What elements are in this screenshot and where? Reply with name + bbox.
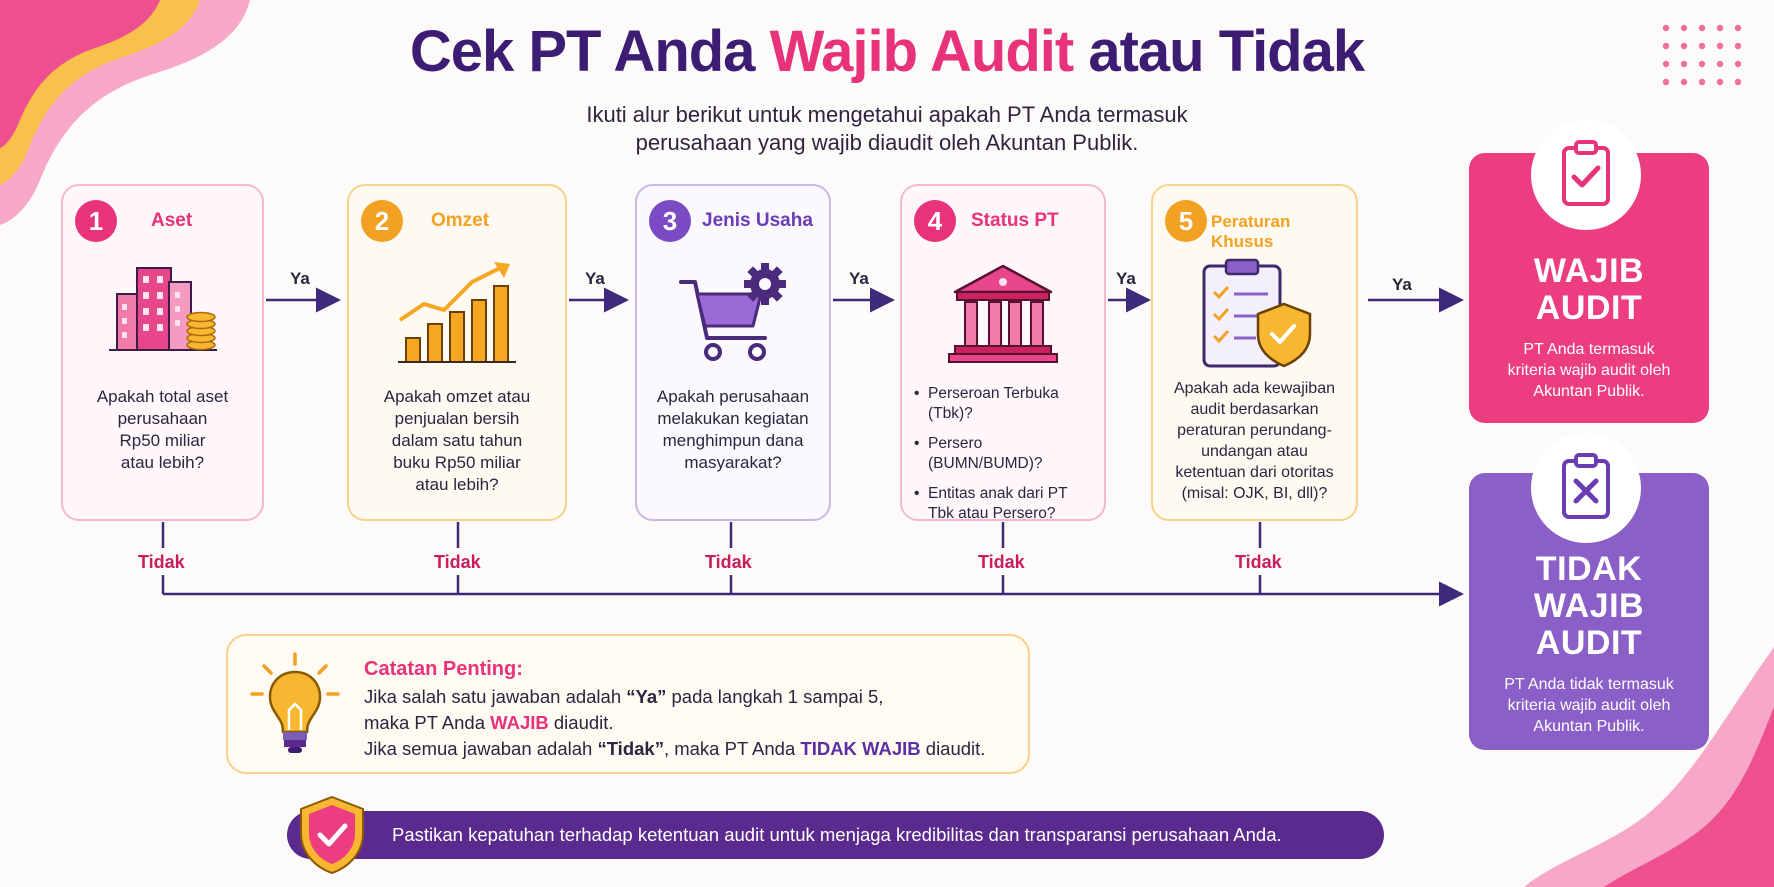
important-note: Catatan Penting: Jika salah satu jawaban… [226,634,1030,774]
note-title: Catatan Penting: [364,658,523,680]
yes-label-3: Ya [849,269,869,288]
step-number-badge: 2 [361,200,403,242]
step-card-status-pt: 4 Status PT Perseroan Terbuka (Tbk)? Per… [900,184,1106,522]
result-title: TIDAK WAJIB AUDIT [1533,550,1645,662]
lightbulb-icon [250,652,340,753]
step-title: Peraturan Khusus [1211,212,1291,251]
note-line-3: Jika semua jawaban adalah “Tidak”, maka … [364,738,986,759]
no-label-2: Tidak [434,552,481,572]
cart-gear-icon [637,260,829,380]
institution-building-icon [902,260,1104,380]
no-label-3: Tidak [705,552,752,572]
step-number-badge: 5 [1165,200,1207,242]
step-criteria-list: Perseroan Terbuka (Tbk)? Persero (BUMN/B… [914,384,1096,534]
growth-chart-icon [349,260,565,380]
step-number-badge: 3 [649,200,691,242]
yes-label-4: Ya [1116,269,1136,288]
page-title: Cek PT Anda Wajib Audit atau Tidak [409,19,1365,84]
clipboard-x-icon [1531,433,1641,543]
compliance-banner: Pastikan kepatuhan terhadap ketentuan au… [287,811,1384,859]
shield-check-icon [300,795,364,875]
no-label-5: Tidak [1235,552,1282,572]
yes-label-1: Ya [290,269,310,288]
result-title: WAJIB AUDIT [1533,252,1645,327]
buildings-coins-icon [63,260,262,380]
no-label-1: Tidak [138,552,185,572]
no-label-4: Tidak [978,552,1025,572]
page-subtitle: Ikuti alur berikut untuk mengetahui apak… [586,102,1188,155]
yes-label-2: Ya [585,269,605,288]
step-title: Status PT [971,210,1059,231]
yes-label-5: Ya [1392,275,1412,294]
step-title: Aset [151,210,193,231]
banner-text: Pastikan kepatuhan terhadap ketentuan au… [392,824,1282,845]
note-line-1: Jika salah satu jawaban adalah “Ya” pada… [364,686,884,707]
step-number-badge: 1 [75,200,117,242]
clipboard-check-icon [1531,120,1641,230]
step-title: Omzet [431,210,490,231]
clipboard-shield-icon [1153,256,1356,376]
note-line-2: maka PT Anda WAJIB diaudit. [364,712,614,733]
step-number-badge: 4 [914,200,956,242]
step-title: Jenis Usaha [702,210,813,231]
